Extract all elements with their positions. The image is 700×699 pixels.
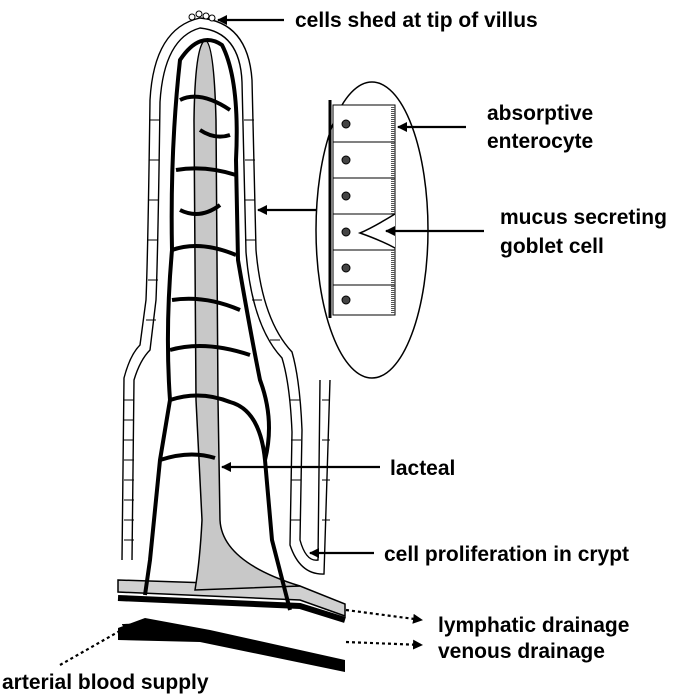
label-mucus-line1: mucus secreting	[500, 206, 667, 229]
label-mucus-line2: goblet cell	[500, 235, 604, 258]
annotation-arrows	[60, 20, 484, 665]
venous-vessel	[118, 618, 345, 672]
label-absorptive-line1: absorptive	[487, 102, 593, 125]
epithelium-cells	[124, 120, 330, 540]
label-arterial: arterial blood supply	[2, 671, 209, 694]
label-cells-shed: cells shed at tip of villus	[295, 9, 538, 32]
villus-epithelium-outer	[122, 18, 320, 560]
shed-cells	[189, 11, 215, 21]
label-lymphatic: lymphatic drainage	[438, 614, 629, 637]
label-lacteal: lacteal	[390, 457, 455, 480]
label-venous: venous drainage	[438, 640, 605, 663]
label-absorptive-line2: enterocyte	[487, 130, 593, 153]
label-proliferation: cell proliferation in crypt	[384, 543, 629, 566]
